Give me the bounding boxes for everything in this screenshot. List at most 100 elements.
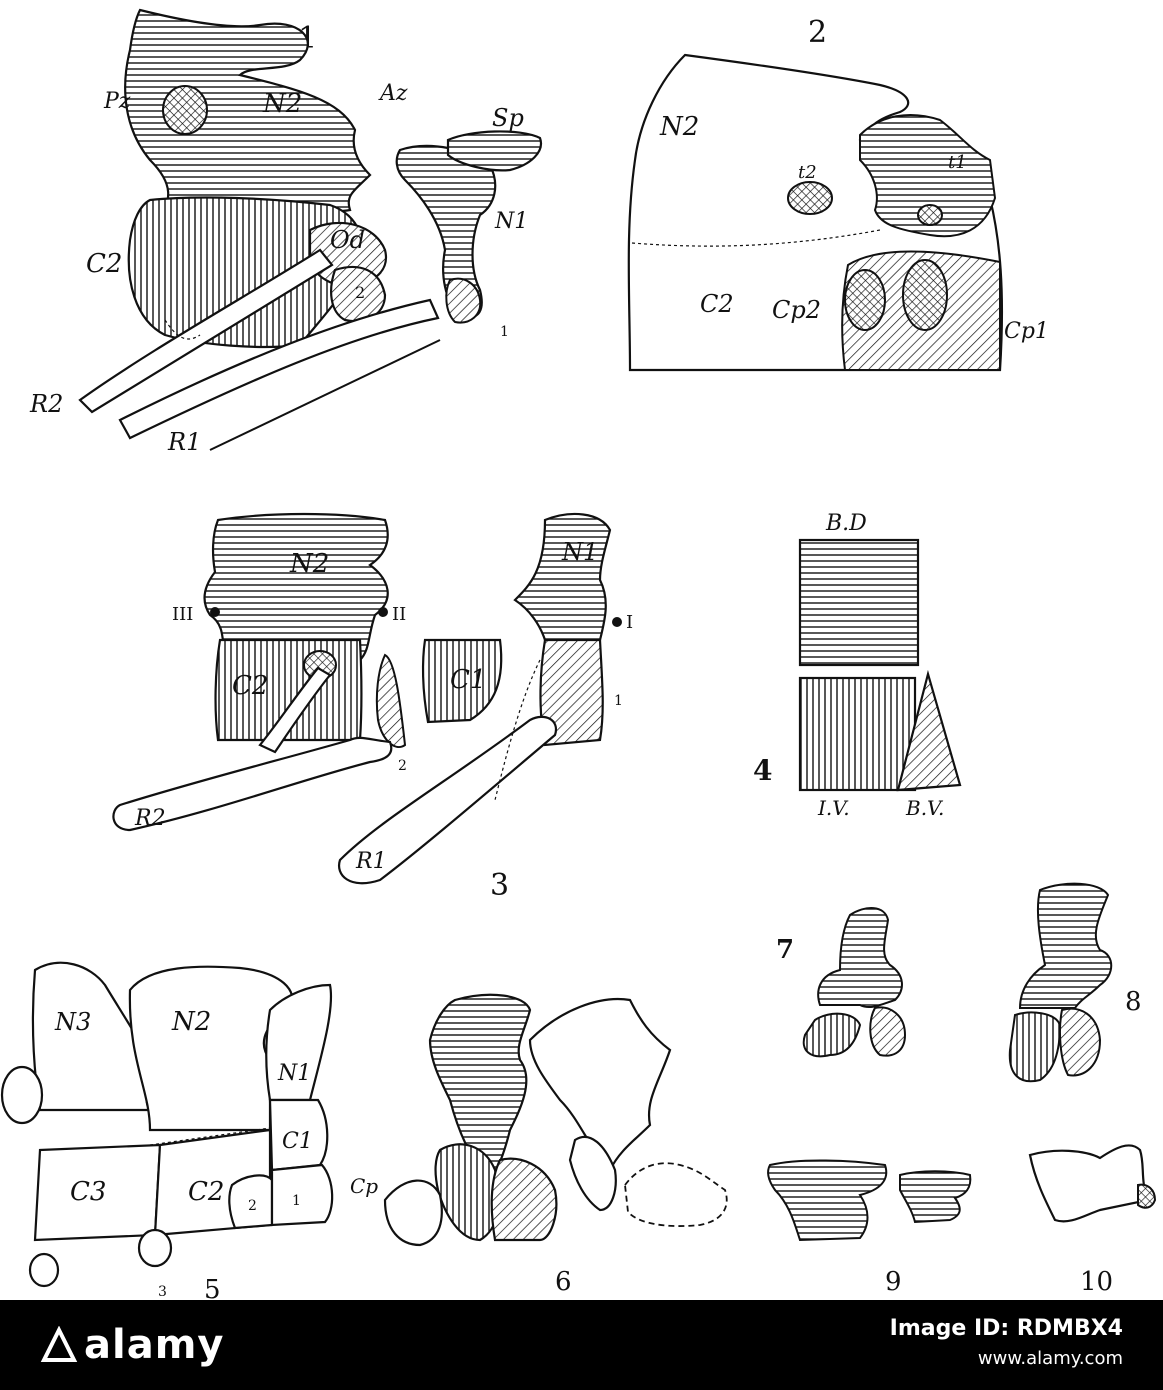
figure-2-number: 2 (808, 15, 827, 50)
fig2-atlas-arch (859, 114, 997, 238)
fig1-spine-sp (446, 130, 543, 172)
fig7-centrum (802, 1012, 862, 1058)
fig6-capitulum-right (568, 1135, 617, 1212)
fig1-label-n2: N2 (262, 89, 302, 119)
fig2-facet-cp1 (902, 259, 948, 331)
fig2-facet-t1 (917, 204, 943, 226)
fig1-postzygapophysis (162, 85, 208, 135)
fig2-label-cp2: Cp2 (772, 296, 821, 324)
fig5-label-3: 3 (158, 1284, 167, 1300)
fig4-label-bd: B.D (825, 511, 867, 536)
fig7-intercentrum (869, 1006, 907, 1057)
fig1-label-2: 2 (355, 283, 365, 302)
fig5-label-c2: C2 (188, 1177, 224, 1207)
fig4-label-iv: I.V. (817, 796, 850, 820)
fig3-label-r1: R1 (355, 849, 387, 874)
fig3-label-c2: C2 (232, 671, 268, 701)
fig10-intercentrum (1137, 1183, 1157, 1209)
fig1-label-r2: R2 (29, 390, 63, 418)
fig3-rib-r1 (337, 715, 558, 885)
figure-8: 8 (1008, 882, 1142, 1083)
figure-10-number: 10 (1080, 1267, 1113, 1297)
figure-10: 10 (1028, 1144, 1157, 1297)
fig3-label-ii: II (392, 604, 406, 625)
alamy-logo-icon (40, 1326, 78, 1362)
brand-name: alamy (84, 1322, 225, 1368)
fig1-label-r1: R1 (167, 428, 201, 456)
fig9-vertebra-right (899, 1170, 972, 1224)
figure-plate: 1 Pz N2 Az Sp Od N1 C2 2 1 R2 R1 2 (0, 8, 1157, 1300)
image-info: Image ID: RDMBX4 www.alamy.com (890, 1314, 1123, 1374)
fig5-intercentrum-1 (270, 1163, 334, 1227)
fig4-block-intercentrum (798, 676, 917, 792)
fig1-neural-arch-n2 (124, 8, 372, 229)
figure-9-number: 9 (885, 1267, 902, 1297)
fig2-label-n2: N2 (659, 112, 699, 142)
fig1-rib-r2 (78, 248, 334, 414)
fig3-label-n1: N1 (561, 538, 598, 566)
figure-7-number: 7 (776, 935, 794, 965)
footer-bar: alamy Image ID: RDMBX4 www.alamy.com (0, 1300, 1163, 1390)
fig5-label-1: 1 (292, 1193, 301, 1209)
fig5-facet-4 (28, 1252, 60, 1288)
fig7-neural-arch (817, 907, 903, 1009)
fig4-block-basiventral (896, 669, 962, 792)
fig5-label-n3: N3 (54, 1008, 91, 1036)
fig6-label-cp: Cp (350, 1174, 378, 1198)
figure-4: 4 B.D I.V. B.V. (753, 511, 962, 820)
fig1-rib-r1 (118, 298, 440, 440)
figure-6: 6 Cp (350, 993, 728, 1297)
fig1-label-sp: Sp (492, 104, 524, 132)
fig3-neural-arch-n2 (203, 512, 389, 662)
fig5-label-c3: C3 (70, 1177, 106, 1207)
fig2-label-cp1: Cp1 (1004, 319, 1049, 344)
fig5-label-2: 2 (248, 1198, 257, 1214)
brand-logo[interactable]: alamy (40, 1322, 224, 1368)
fig5-neural-n1 (265, 983, 332, 1102)
figure-7: 7 (776, 907, 907, 1058)
fig1-label-az: Az (378, 81, 408, 106)
fig3-label-iii: III (172, 604, 193, 625)
fig3-label-c1: C1 (450, 665, 486, 695)
fig3-label-2: 2 (398, 758, 407, 774)
figure-2: 2 N2 t2 t1 C2 Cp2 Cp1 (627, 15, 1049, 372)
fig2-label-t1: t1 (948, 152, 967, 173)
fig5-facet-3 (137, 1228, 173, 1268)
fig8-neural-arch (1018, 882, 1113, 1009)
figure-5: 5 N3 N2 N1 C3 C2 C1 2 1 3 (0, 961, 334, 1300)
fig9-vertebra-left (766, 1159, 888, 1242)
figure-4-number: 4 (753, 754, 772, 787)
fig5-label-n2: N2 (171, 1007, 211, 1037)
fig2-facet-cp2 (844, 269, 886, 331)
fig8-intercentrum (1059, 1007, 1102, 1077)
fig1-label-n1: N1 (494, 209, 528, 234)
fig4-block-dorsal (798, 538, 920, 667)
fig5-label-c1: C1 (282, 1129, 313, 1154)
fig3-atlas-n1 (513, 513, 612, 642)
fig4-label-bv: B.V. (905, 796, 944, 820)
figure-5-number: 5 (204, 1275, 221, 1300)
fig8-centrum (1008, 1011, 1062, 1083)
fig1-label-c2: C2 (86, 249, 122, 279)
fig3-intercentrum-1 (539, 638, 604, 747)
fig10-vertebra (1028, 1144, 1150, 1223)
fig3-label-n2: N2 (289, 549, 329, 579)
fig3-rib-r2-head (258, 666, 332, 754)
figure-6-number: 6 (555, 1267, 572, 1297)
fig3-rib-r2 (112, 736, 393, 832)
fig3-label-1: 1 (614, 693, 623, 709)
fig6-dashed-outline (624, 1162, 728, 1227)
site-url[interactable]: www.alamy.com (977, 1348, 1123, 1369)
fig5-facet-left (0, 1065, 44, 1125)
fig1-label-od: Od (330, 226, 365, 254)
fig3-intercentrum-2 (375, 653, 407, 748)
image-id: Image ID: RDMBX4 (889, 1316, 1123, 1341)
fig6-capitulum-left (434, 1143, 501, 1242)
fig2-facet-t2 (787, 181, 833, 215)
fig6-capitulum-far-left (383, 1179, 443, 1247)
figure-8-number: 8 (1125, 987, 1142, 1017)
fig3-label-r2: R2 (134, 806, 166, 831)
fig1-intercentrum-1 (445, 277, 482, 324)
fig2-label-c2: C2 (700, 290, 734, 318)
fig5-label-n1: N1 (277, 1061, 311, 1086)
